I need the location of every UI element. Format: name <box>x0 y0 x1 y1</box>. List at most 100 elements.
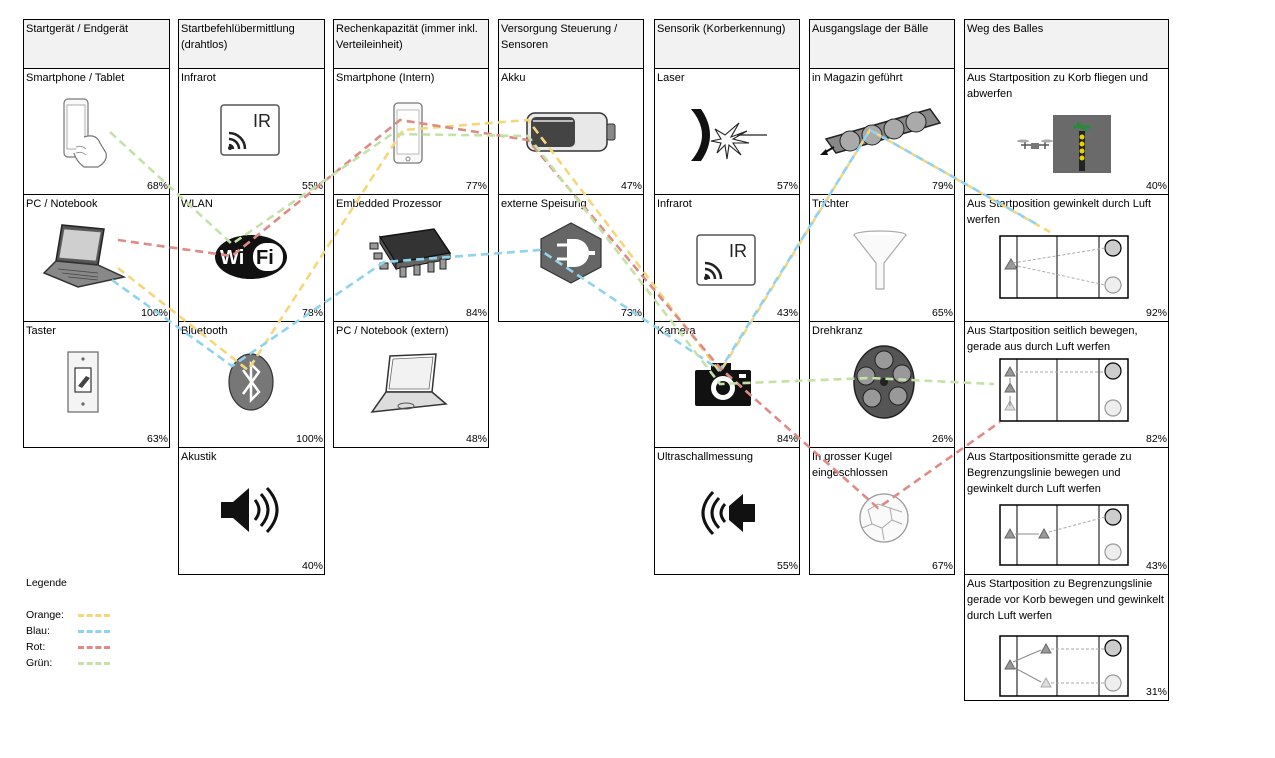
option-smartphone-tablet[interactable]: Smartphone / Tablet 68% <box>23 68 170 195</box>
smartphone-icon <box>393 102 423 164</box>
option-percent: 43% <box>1145 560 1167 572</box>
option-percent: 68% <box>146 180 168 192</box>
header-label: Weg des Balles <box>967 23 1044 35</box>
infrared-icon: IR <box>696 234 756 286</box>
option-label: Laser <box>657 72 685 84</box>
header-label: Startbefehlübermittlung (drahtlos) <box>181 23 295 51</box>
ultrasound-icon <box>701 490 755 536</box>
option-label: Taster <box>26 325 56 337</box>
option-percent: 84% <box>776 433 798 445</box>
chip-icon <box>369 228 452 278</box>
legend-item-blue: Blau: <box>26 623 116 639</box>
header-label: Versorgung Steuerung / Sensoren <box>501 23 618 51</box>
option-infrarot-start[interactable]: Infrarot IR 55% <box>178 68 325 195</box>
legend-label: Blau: <box>26 625 50 637</box>
option-drehkranz[interactable]: Drehkranz 26% <box>809 321 955 448</box>
magazine-tube-icon <box>820 108 942 155</box>
column-header-ausgangslage: Ausgangslage der Bälle <box>809 19 955 69</box>
option-label: Infrarot <box>181 72 216 84</box>
legend-swatch <box>78 646 110 649</box>
funnel-icon <box>853 230 907 290</box>
column-header-sensorik: Sensorik (Korberkennung) <box>654 19 800 69</box>
option-seitlich-bewegen[interactable]: Aus Startposition seitlich bewegen, gera… <box>964 321 1169 448</box>
option-label: Akustik <box>181 451 217 463</box>
legend-item-orange: Orange: <box>26 607 116 623</box>
option-percent: 63% <box>146 433 168 445</box>
legend-label: Orange: <box>26 609 64 621</box>
option-label: Bluetooth <box>181 325 228 337</box>
option-laser[interactable]: Laser 57% <box>654 68 800 195</box>
option-percent: 40% <box>301 560 323 572</box>
option-percent: 31% <box>1145 686 1167 698</box>
option-grosse-kugel[interactable]: In grosser Kugel eingeschlossen 67% <box>809 447 955 575</box>
option-label: WLAN <box>181 198 213 210</box>
option-label: Kamera <box>657 325 696 337</box>
legend: Legende Orange: Blau: Rot: Grün: <box>26 575 116 671</box>
option-taster[interactable]: Taster 63% <box>23 321 170 448</box>
option-fliegen-abwerfen[interactable]: Aus Startposition zu Korb fliegen und ab… <box>964 68 1169 195</box>
option-magazin[interactable]: in Magazin geführt 79% <box>809 68 955 195</box>
option-label: PC / Notebook <box>26 198 98 210</box>
option-infrarot-sensor[interactable]: Infrarot IR 43% <box>654 194 800 322</box>
option-percent: 100% <box>141 307 168 319</box>
option-kamera[interactable]: Kamera 84% <box>654 321 800 448</box>
column-header-versorgung: Versorgung Steuerung / Sensoren <box>498 19 644 69</box>
column-header-rechenkapazitaet: Rechenkapazität (immer inkl. Verteileinh… <box>333 19 489 69</box>
option-percent: 40% <box>1145 180 1167 192</box>
header-label: Rechenkapazität (immer inkl. Verteileinh… <box>336 23 478 51</box>
svg-text:Fi: Fi <box>256 247 274 269</box>
option-label: Aus Startposition seitlich bewegen, gera… <box>967 325 1138 353</box>
option-externe-speisung[interactable]: externe Speisung 73% <box>498 194 644 322</box>
infrared-icon: IR <box>220 104 280 156</box>
wall-switch-icon <box>67 351 99 413</box>
wifi-logo-icon: Wi Fi <box>215 235 287 279</box>
hand-smartphone-icon <box>63 98 107 168</box>
legend-item-red: Rot: <box>26 639 116 655</box>
option-percent: 65% <box>931 307 953 319</box>
option-label: Aus Startpositionsmitte gerade zu Begren… <box>967 451 1132 495</box>
option-gewinkelt-werfen[interactable]: Aus Startposition gewinkelt durch Luft w… <box>964 194 1169 322</box>
option-percent: 55% <box>776 560 798 572</box>
option-ultraschallmessung[interactable]: Ultraschallmessung 55% <box>654 447 800 575</box>
option-bluetooth[interactable]: Bluetooth 100% <box>178 321 325 448</box>
option-akku[interactable]: Akku 47% <box>498 68 644 195</box>
option-wlan[interactable]: WLAN Wi Fi 78% <box>178 194 325 322</box>
legend-title: Legende <box>26 577 67 589</box>
option-pc-notebook-extern[interactable]: PC / Notebook (extern) 48% <box>333 321 489 448</box>
option-akustik[interactable]: Akustik 40% <box>178 447 325 575</box>
option-label: externe Speisung <box>501 198 587 210</box>
option-smartphone-intern[interactable]: Smartphone (Intern) 77% <box>333 68 489 195</box>
option-percent: 84% <box>465 307 487 319</box>
option-label: in Magazin geführt <box>812 72 903 84</box>
option-begrenzungslinie-vor-korb[interactable]: Aus Startposition zu Begrenzungslinie ge… <box>964 574 1169 701</box>
option-label: Embedded Prozessor <box>336 198 442 210</box>
option-startpositionsmitte[interactable]: Aus Startpositionsmitte gerade zu Begren… <box>964 447 1169 575</box>
legend-label: Grün: <box>26 657 53 669</box>
option-pc-notebook[interactable]: PC / Notebook 100% <box>23 194 170 322</box>
header-label: Ausgangslage der Bälle <box>812 23 929 35</box>
column-header-weg-des-balles: Weg des Balles <box>964 19 1169 69</box>
option-label: Drehkranz <box>812 325 863 337</box>
option-percent: 55% <box>301 180 323 192</box>
option-label: Infrarot <box>657 198 692 210</box>
option-trichter[interactable]: Trichter 65% <box>809 194 955 322</box>
option-label: In grosser Kugel eingeschlossen <box>812 451 893 479</box>
svg-text:IR: IR <box>729 241 747 261</box>
option-embedded-prozessor[interactable]: Embedded Prozessor 84% <box>333 194 489 322</box>
option-percent: 57% <box>776 180 798 192</box>
option-percent: 79% <box>931 180 953 192</box>
option-percent: 73% <box>620 307 642 319</box>
laser-icon <box>691 109 767 161</box>
option-percent: 47% <box>620 180 642 192</box>
bluetooth-icon <box>228 353 274 411</box>
option-label: Trichter <box>812 198 849 210</box>
option-label: Smartphone / Tablet <box>26 72 125 84</box>
laptop-icon <box>370 353 448 413</box>
option-label: Aus Startposition zu Begrenzungslinie ge… <box>967 578 1164 622</box>
header-label: Startgerät / Endgerät <box>26 23 129 35</box>
field-side-icon <box>999 358 1129 422</box>
header-label: Sensorik (Korberkennung) <box>657 23 786 35</box>
speaker-icon <box>221 486 279 534</box>
option-percent: 78% <box>301 307 323 319</box>
option-label: Smartphone (Intern) <box>336 72 435 84</box>
